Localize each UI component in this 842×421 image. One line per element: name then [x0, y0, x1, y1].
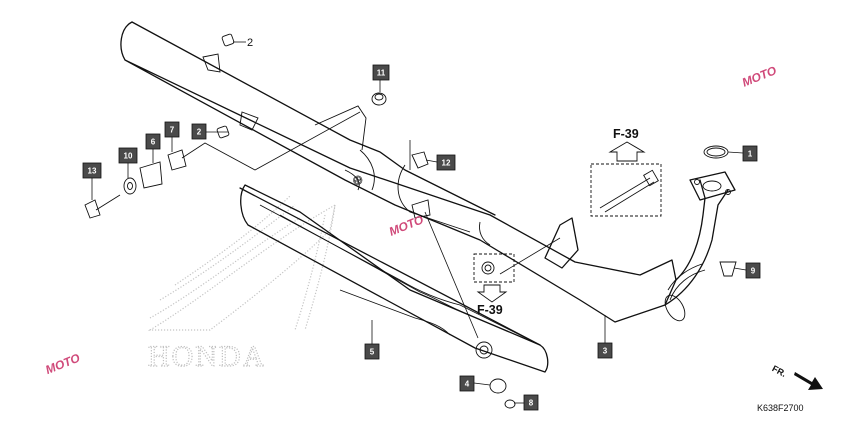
honda-wing-logo: HONDA: [147, 195, 336, 374]
watermark-text-3: MOTO: [43, 350, 82, 377]
clip-nut-2a: [221, 33, 235, 47]
svg-text:10: 10: [124, 152, 133, 161]
callout-8[interactable]: 8: [523, 394, 539, 411]
callout-3[interactable]: 3: [597, 342, 613, 359]
svg-text:2: 2: [197, 128, 202, 137]
pipe-bracket: [544, 217, 579, 269]
watermark-text-2: MOTO: [387, 212, 426, 239]
svg-text:12: 12: [442, 159, 451, 168]
svg-text:7: 7: [170, 126, 175, 135]
exhaust-stud-nut-9: [719, 261, 737, 277]
callout-5[interactable]: 5: [364, 343, 380, 360]
muffler-hanger-tab-lower: [239, 111, 259, 131]
diagram-code: K638F2700: [757, 403, 804, 413]
muffler-emboss-mark: ⊗: [350, 171, 367, 189]
callout-2-boxed[interactable]: 2: [191, 123, 207, 140]
callout-6[interactable]: 6: [145, 133, 161, 150]
screw-8: [504, 399, 516, 409]
svg-text:3: 3: [603, 347, 608, 356]
collar-4: [489, 378, 507, 394]
front-label: FR.: [770, 363, 787, 379]
honda-logo-text: HONDA: [148, 340, 266, 373]
muffler: ⊗: [120, 21, 677, 323]
callout-10[interactable]: 10: [118, 147, 138, 164]
rubber-6: [139, 161, 163, 189]
callout-11[interactable]: 11: [372, 64, 390, 81]
callout-7[interactable]: 7: [164, 121, 180, 138]
svg-text:8: 8: [529, 399, 534, 408]
svg-text:9: 9: [751, 267, 756, 276]
callout-1[interactable]: 1: [742, 145, 758, 162]
heat-shield: [239, 184, 549, 373]
front-arrow-icon: [794, 372, 823, 390]
bracket-nut-weld: [411, 199, 431, 219]
exhaust-flange: [689, 171, 736, 201]
watermark-bottom-left: MOTO: [43, 350, 82, 377]
exhaust-pipe: [664, 171, 736, 322]
bolt-13: [84, 194, 121, 219]
svg-text:6: 6: [151, 138, 156, 147]
heat-shield-mount-boss: [475, 341, 493, 359]
callout-13[interactable]: 13: [82, 162, 102, 179]
watermark-text-1: MOTO: [740, 63, 779, 90]
svg-text:4: 4: [465, 380, 470, 389]
ref-arrow-up: [608, 141, 646, 162]
flange-nut-f39: [481, 261, 495, 275]
rubber-grommet-11: [371, 92, 387, 106]
front-direction-indicator: FR.: [770, 363, 823, 390]
callout-9[interactable]: 9: [745, 262, 761, 279]
clip-nut-2b: [216, 125, 230, 139]
leader-lines: [91, 41, 747, 404]
hardware: [84, 33, 737, 409]
mount-bolt-f39: [599, 177, 655, 213]
collar-7: [167, 149, 187, 171]
watermark-center: MOTO: [387, 212, 426, 239]
ref-box-top: [590, 163, 662, 217]
label-2-top[interactable]: 2: [247, 37, 253, 49]
ref-label-bottom[interactable]: F-39: [477, 303, 503, 317]
ref-label-top[interactable]: F-39: [613, 127, 639, 141]
svg-text:1: 1: [748, 150, 753, 159]
muffler-hanger-tab: [202, 53, 221, 73]
svg-text:13: 13: [88, 167, 97, 176]
callout-4[interactable]: 4: [459, 375, 475, 392]
clip-nut-12: [411, 151, 429, 169]
svg-text:5: 5: [370, 348, 375, 357]
svg-text:11: 11: [377, 69, 386, 78]
callout-12[interactable]: 12: [436, 154, 456, 171]
washer-10: [123, 177, 137, 195]
ref-box-bottom: [473, 253, 515, 283]
watermark-top-right: MOTO: [740, 63, 779, 90]
ref-arrow-down: [476, 284, 508, 303]
